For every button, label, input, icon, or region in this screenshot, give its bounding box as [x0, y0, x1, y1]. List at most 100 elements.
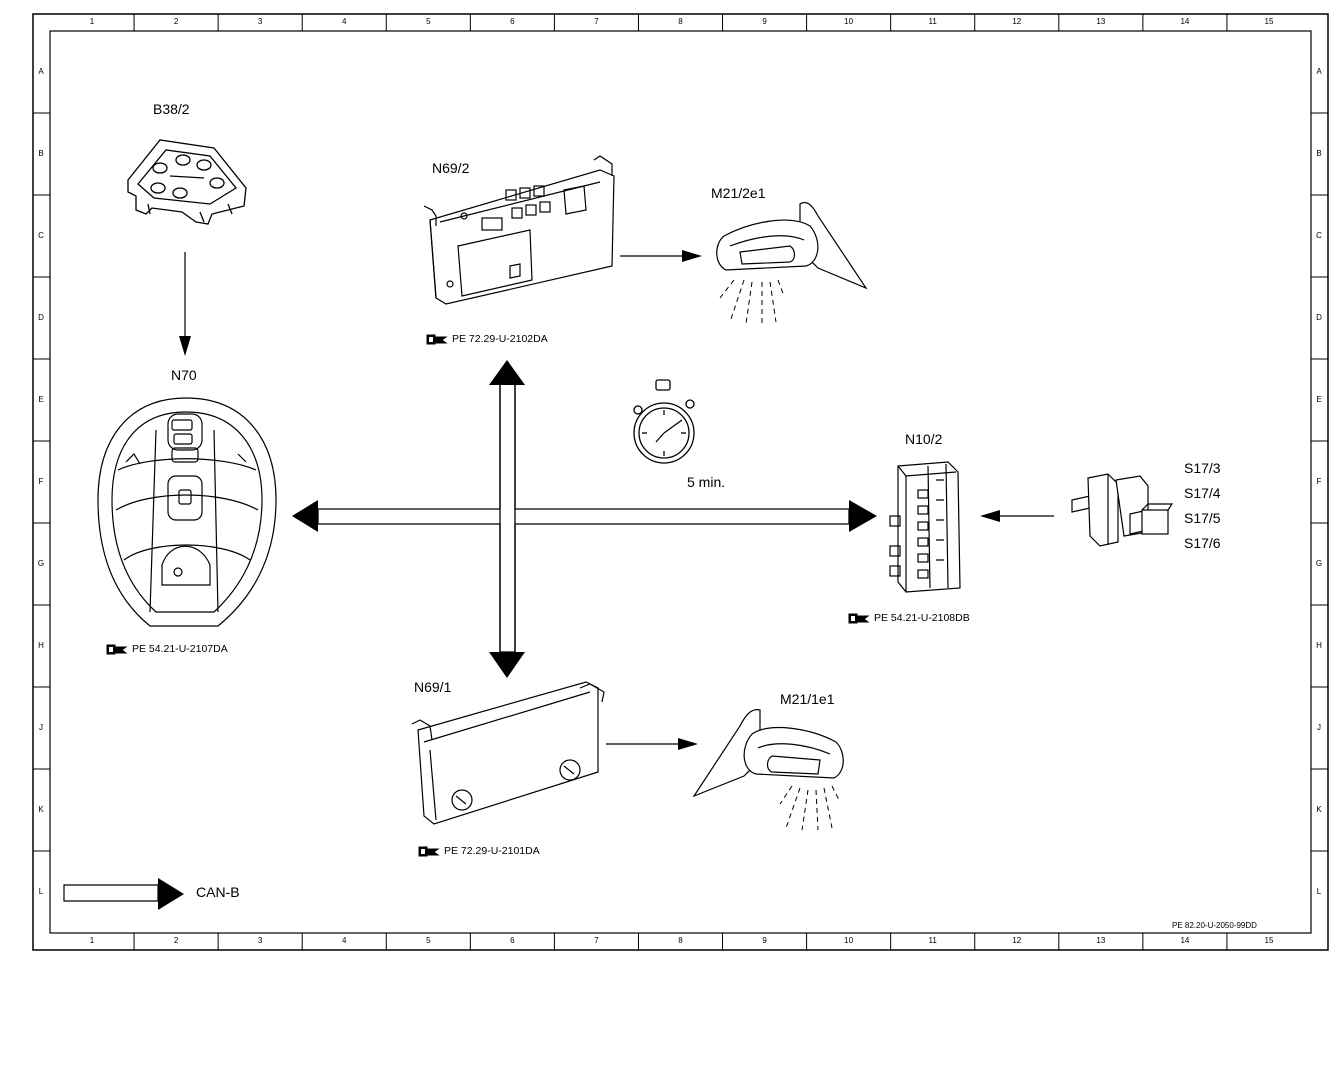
label-s17-5: S17/5: [1184, 510, 1221, 526]
grid-row-letter: H: [1316, 641, 1322, 650]
document-id: PE 82.20-U-2050-99DD: [1172, 921, 1257, 930]
grid-column-number: 4: [341, 17, 347, 26]
label-m21-2e1: M21/2e1: [711, 185, 766, 201]
mirror-light-rays: [719, 279, 785, 325]
reference-book-icon: [418, 846, 440, 856]
can-bus-arrows: [317, 383, 850, 653]
grid-row-letter: K: [38, 805, 44, 814]
grid-column-number: 15: [1264, 936, 1274, 945]
grid-column-number: 13: [1096, 17, 1106, 26]
grid-row-letter: A: [38, 67, 44, 76]
grid-row-letter: B: [1316, 149, 1322, 158]
legend-arrow-shaft: [63, 884, 159, 902]
grid-column-number: 10: [844, 17, 854, 26]
label-n10-2: N10/2: [905, 431, 943, 447]
grid-row-letter: L: [38, 887, 44, 896]
switch-icon: [1071, 473, 1174, 547]
sensor-icon: [127, 139, 247, 225]
grid-row-letter: F: [1316, 477, 1322, 486]
grid-row-letter: J: [1317, 723, 1321, 732]
grid-column-number: 3: [257, 936, 263, 945]
grid-row-letter: G: [1315, 559, 1323, 568]
grid-column-number: 8: [678, 936, 683, 945]
grid-row-letter: E: [38, 395, 44, 404]
ref-n70-text: PE 54.21-U-2107DA: [132, 643, 228, 655]
grid-column-number: 8: [678, 17, 683, 26]
grid-column-number: 12: [1012, 17, 1022, 26]
ref-n69-2[interactable]: PE 72.29-U-2102DA: [426, 333, 548, 345]
arrowhead-down: [489, 652, 525, 678]
grid-row-letter: D: [38, 313, 44, 322]
key-fob-icon: [97, 397, 277, 627]
grid-column-number: 10: [844, 936, 854, 945]
grid-column-number: 5: [426, 17, 431, 26]
mirror-icon: [716, 201, 868, 290]
grid-column-number: 13: [1096, 936, 1106, 945]
grid-column-number: 15: [1264, 17, 1274, 26]
ref-n69-1[interactable]: PE 72.29-U-2101DA: [418, 845, 540, 857]
grid-row-letter: A: [1316, 67, 1322, 76]
label-s17-3: S17/3: [1184, 460, 1221, 476]
grid-column-number: 1: [89, 17, 95, 26]
grid-column-number: 9: [762, 936, 767, 945]
grid-column-number: 9: [762, 17, 767, 26]
arrowhead-right: [849, 500, 877, 532]
arrowhead-up: [489, 360, 525, 385]
arrowhead-m21-2e1: [682, 250, 702, 262]
label-m21-1e1: M21/1e1: [780, 691, 835, 707]
grid-row-letter: D: [1316, 313, 1322, 322]
mirror-icon: [692, 709, 844, 798]
label-s17-6: S17/6: [1184, 535, 1221, 551]
grid-column-number: 12: [1012, 936, 1022, 945]
label-s17-4: S17/4: [1184, 485, 1221, 501]
grid-column-number: 11: [928, 936, 937, 945]
label-n69-2: N69/2: [432, 160, 470, 176]
outer-frame: [32, 13, 1329, 951]
label-n69-1: N69/1: [414, 679, 452, 695]
ref-n69-2-text: PE 72.29-U-2102DA: [452, 333, 548, 345]
control-unit-icon: [411, 681, 605, 825]
legend-arrowhead: [158, 878, 184, 910]
arrowhead-n10-2: [980, 510, 1000, 522]
label-n70: N70: [171, 367, 197, 383]
grid-column-number: 2: [173, 17, 179, 26]
control-unit-icon: [423, 155, 615, 305]
grid-row-letter: K: [1316, 805, 1322, 814]
grid-row-letter: H: [38, 641, 44, 650]
grid-column-number: 2: [173, 936, 179, 945]
grid-column-number: 3: [257, 17, 263, 26]
legend-can-b-label: CAN-B: [196, 884, 240, 900]
grid-row-letter: C: [1316, 231, 1322, 240]
grid-column-number: 11: [928, 17, 937, 26]
grid-column-number: 7: [594, 936, 599, 945]
ref-n70[interactable]: PE 54.21-U-2107DA: [106, 643, 228, 655]
grid-column-number: 6: [510, 17, 515, 26]
control-unit-icon: [889, 461, 961, 593]
grid-column-number: 14: [1180, 17, 1190, 26]
inner-frame: [49, 30, 1312, 934]
grid-row-letter: E: [1316, 395, 1322, 404]
arrowhead-left: [292, 500, 318, 532]
grid-ticks: [33, 14, 1328, 950]
ref-n10-2[interactable]: PE 54.21-U-2108DB: [848, 612, 970, 624]
grid-column-number: 6: [510, 936, 515, 945]
grid-column-number: 4: [341, 936, 347, 945]
reference-book-icon: [426, 334, 448, 344]
arrowhead-m21-1e1: [678, 738, 698, 750]
grid-row-letter: F: [38, 477, 44, 486]
grid-column-number: 14: [1180, 936, 1190, 945]
grid-column-number: 1: [89, 936, 95, 945]
grid-row-letter: B: [38, 149, 44, 158]
grid-row-letter: L: [1316, 887, 1322, 896]
grid-row-letter: G: [37, 559, 45, 568]
arrowhead-n70: [179, 336, 191, 356]
grid-column-number: 5: [426, 936, 431, 945]
reference-book-icon: [848, 613, 870, 623]
timer-label: 5 min.: [687, 474, 726, 490]
grid-row-letter: C: [38, 231, 44, 240]
grid-row-letter: J: [39, 723, 43, 732]
ref-n10-2-text: PE 54.21-U-2108DB: [874, 612, 970, 624]
stopwatch-icon: [633, 379, 695, 464]
